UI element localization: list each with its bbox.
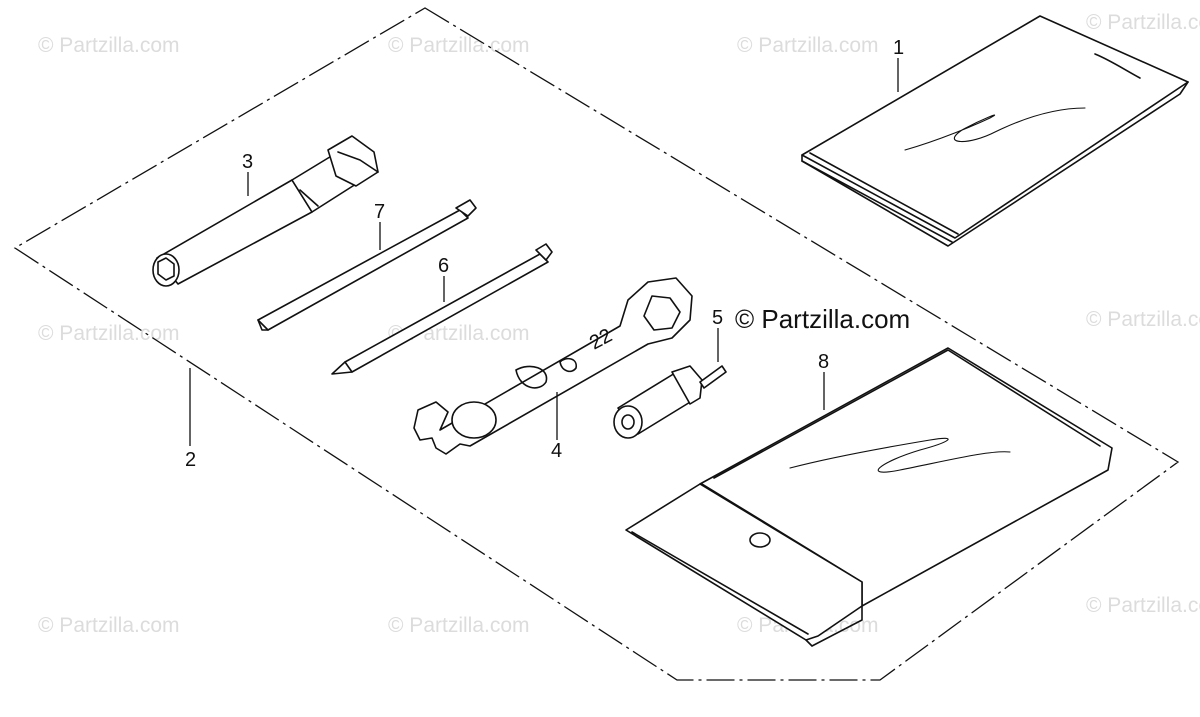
tool-bag-outline xyxy=(13,7,1180,681)
watermark-bottom-center-left: © Partzilla.com xyxy=(388,614,530,637)
callout-7: 7 xyxy=(374,201,385,223)
callout-3: 3 xyxy=(242,151,253,173)
flat-screwdriver-illustration xyxy=(257,199,477,331)
callout-1: 1 xyxy=(893,37,904,59)
watermark-bottom-left: © Partzilla.com xyxy=(38,614,180,637)
watermark-layer: © Partzilla.com © Partzilla.com © Partzi… xyxy=(38,11,1200,637)
tool-bag-pouch-illustration xyxy=(625,347,1113,647)
callout-4: 4 xyxy=(551,440,562,462)
watermark-mid-left: © Partzilla.com xyxy=(38,322,180,345)
callout-2: 2 xyxy=(185,449,196,471)
watermark-top-center-left: © Partzilla.com xyxy=(388,34,530,57)
spark-plug-driver-illustration xyxy=(613,365,727,439)
callout-6: 6 xyxy=(438,255,449,277)
spark-plug-wrench-illustration xyxy=(152,135,379,287)
combination-wrench-illustration: 22 xyxy=(413,277,693,455)
owners-manual-illustration xyxy=(801,15,1189,247)
watermark-top-right: © Partzilla.com xyxy=(1086,11,1200,34)
watermark-top-center-right: © Partzilla.com xyxy=(737,34,879,57)
watermark-mid-right: © Partzilla.com xyxy=(1086,308,1200,331)
watermark-inline-dark: © Partzilla.com xyxy=(735,304,910,334)
watermark-bottom-right: © Partzilla.com xyxy=(1086,594,1200,617)
phillips-screwdriver-illustration xyxy=(331,243,553,375)
callout-8: 8 xyxy=(818,351,829,373)
callout-5: 5 xyxy=(712,307,723,329)
callout-numbers: 1 2 3 4 5 6 7 8 xyxy=(185,37,904,471)
watermark-top-left: © Partzilla.com xyxy=(38,34,180,57)
leader-lines xyxy=(189,58,899,446)
